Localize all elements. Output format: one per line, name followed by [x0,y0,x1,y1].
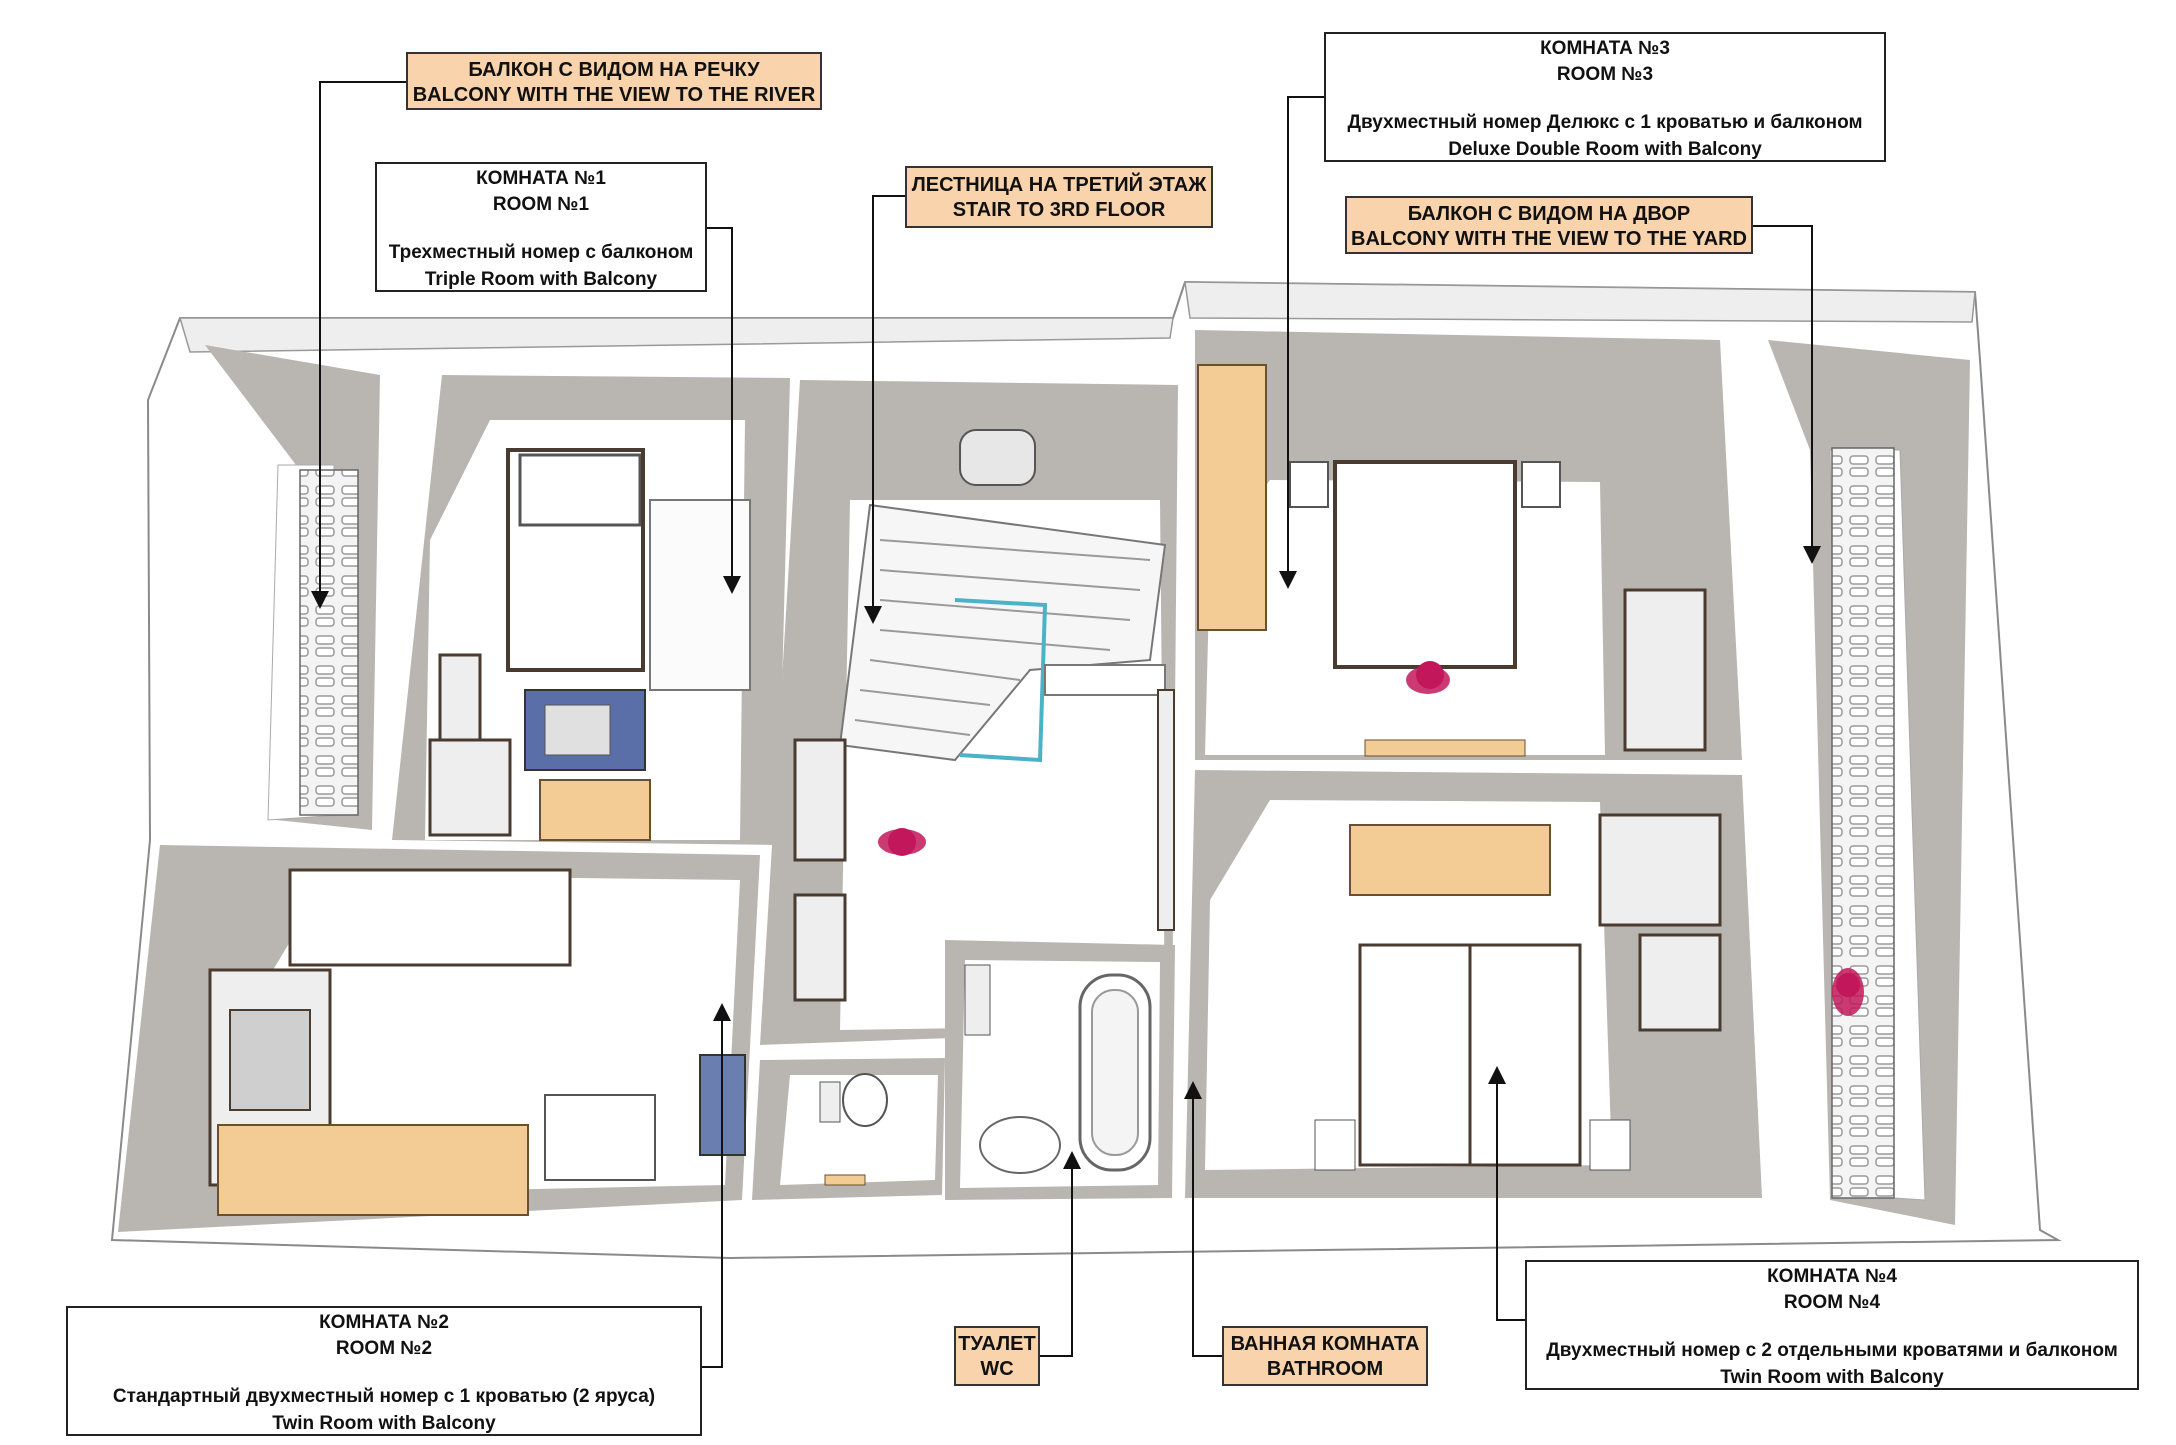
bathroom-ru: ВАННАЯ КОМНАТА [1230,1333,1420,1355]
room-4 [1185,770,1762,1198]
balcony-yard-label: БАЛКОН С ВИДОМ НА ДВОР BALCONY WITH THE … [1345,196,1753,254]
room-1-en-title: ROOM №1 [492,194,590,216]
room-1 [392,375,790,845]
bathroom-en: BATHROOM [1266,1358,1384,1380]
room-4-en-title: ROOM №4 [1783,1292,1881,1314]
balcony-yard-en: BALCONY WITH THE VIEW TO THE YARD [1351,228,1747,250]
wc-room [752,1058,945,1200]
room-3-ru-desc: Двухместный номер Делюкс с 1 кроватью и … [1347,112,1863,134]
wc-en: WC [980,1358,1014,1380]
balcony-river [205,345,380,830]
balcony-yard-ru: БАЛКОН С ВИДОМ НА ДВОР [1407,203,1691,225]
room-1-label: КОМНАТА №1 ROOM №1 Трехместный номер с б… [375,162,707,292]
balcony-river-label: БАЛКОН С ВИДОМ НА РЕЧКУ BALCONY WITH THE… [406,52,822,110]
stair-hall [760,380,1178,1045]
room-1-ru-title: КОМНАТА №1 [476,168,606,189]
bathroom [945,940,1175,1200]
room-2-label: КОМНАТА №2 ROOM №2 Стандартный двухместн… [66,1306,702,1436]
room-1-ru-desc: Трехместный номер с балконом [388,242,694,264]
room-3-ru-title: КОМНАТА №3 [1540,38,1670,59]
stair-en: STAIR TO 3RD FLOOR [952,199,1166,221]
stair-ru: ЛЕСТНИЦА НА ТРЕТИЙ ЭТАЖ [911,174,1207,196]
balcony-river-en: BALCONY WITH THE VIEW TO THE RIVER [412,84,816,106]
room-1-en-desc: Triple Room with Balcony [424,268,658,290]
room-2-ru-desc: Стандартный двухместный номер с 1 кроват… [112,1386,656,1408]
room-2-en-desc: Twin Room with Balcony [272,1412,496,1434]
leader-lines [311,81,1821,1368]
room-3-en-desc: Deluxe Double Room with Balcony [1448,138,1762,160]
wc-ru: ТУАЛЕТ [958,1333,1036,1355]
balcony-river-ru: БАЛКОН С ВИДОМ НА РЕЧКУ [468,59,760,81]
room-4-label: КОМНАТА №4 ROOM №4 Двухместный номер с 2… [1525,1260,2139,1390]
room-2-en-title: ROOM №2 [335,1338,433,1360]
room-4-ru-title: КОМНАТА №4 [1767,1266,1897,1287]
room-3 [1195,330,1742,760]
room-3-label: КОМНАТА №3 ROOM №3 Двухместный номер Дел… [1324,32,1886,162]
bathroom-label: ВАННАЯ КОМНАТА BATHROOM [1222,1326,1428,1386]
room-3-en-title: ROOM №3 [1556,64,1654,86]
stair-label: ЛЕСТНИЦА НА ТРЕТИЙ ЭТАЖ STAIR TO 3RD FLO… [905,166,1213,228]
room-4-en-desc: Twin Room with Balcony [1720,1366,1944,1388]
room-4-ru-desc: Двухместный номер с 2 отдельными кроватя… [1546,1340,2118,1362]
room-2-ru-title: КОМНАТА №2 [319,1312,449,1333]
wc-label: ТУАЛЕТ WC [954,1326,1040,1386]
room-2 [118,845,760,1232]
